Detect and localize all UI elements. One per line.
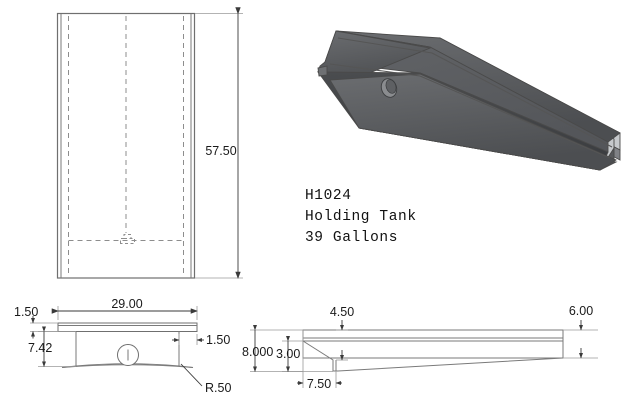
part-name-text: Holding Tank <box>305 209 417 225</box>
dimension-flange-thickness-left: 1.50 <box>14 305 58 339</box>
side-elevation-view: 8.000 3.00 4.50 7.50 <box>242 304 598 391</box>
dim-label-overall-width: 29.00 <box>111 297 142 311</box>
flange-bar <box>57 322 198 332</box>
dimension-overall-width: 29.00 <box>51 297 198 320</box>
dimension-step-length: 7.50 <box>297 330 342 391</box>
part-number-text: H1024 <box>305 188 352 204</box>
isometric-3d-render <box>317 30 621 171</box>
part-capacity-text: 39 Gallons <box>305 230 398 246</box>
leader-line <box>180 363 203 387</box>
render-bottom-plate <box>329 73 617 171</box>
dimension-tank-depth: 7.42 <box>28 326 76 367</box>
dimension-right-end-height: 6.00 <box>563 304 598 359</box>
dim-label-right-end-height: 6.00 <box>569 304 593 318</box>
dim-label-flange-thickness-left: 1.50 <box>14 305 38 319</box>
top-plan-view: 57.50 <box>56 7 243 279</box>
dim-label-step-height: 3.00 <box>276 347 300 361</box>
dimension-flange-width-right: 1.50 <box>172 333 230 347</box>
render-crease-line <box>329 63 421 77</box>
dim-label-rib-offset-height: 4.50 <box>330 305 354 319</box>
dimension-step-height: 3.00 <box>276 336 303 372</box>
drain-fitting-detail <box>120 234 135 244</box>
dimension-rib-offset-height: 4.50 <box>330 305 354 361</box>
dim-label-overall-length: 57.50 <box>205 144 236 158</box>
drain-port-bore <box>385 79 397 94</box>
dim-label-step-length: 7.50 <box>307 377 331 391</box>
dimension-bottom-radius: R.50 <box>180 363 231 395</box>
render-rim-highlight-1 <box>337 37 433 54</box>
dim-label-bottom-radius: R.50 <box>205 381 231 395</box>
part-label-block: H1024 Holding Tank 39 Gallons <box>305 188 417 246</box>
dim-label-overall-height: 8.000 <box>242 345 273 359</box>
render-crease-line-2 <box>419 75 611 159</box>
dim-label-tank-depth: 7.42 <box>28 341 52 355</box>
front-elevation-view: 1.50 29.00 7.42 1.50 R.50 <box>14 297 231 395</box>
dimension-overall-length: 57.50 <box>195 7 243 279</box>
dim-label-flange-width-right: 1.50 <box>206 333 230 347</box>
render-left-notch <box>317 65 328 77</box>
render-rim-highlight-2 <box>431 52 613 148</box>
bottom-right-join <box>178 365 194 368</box>
